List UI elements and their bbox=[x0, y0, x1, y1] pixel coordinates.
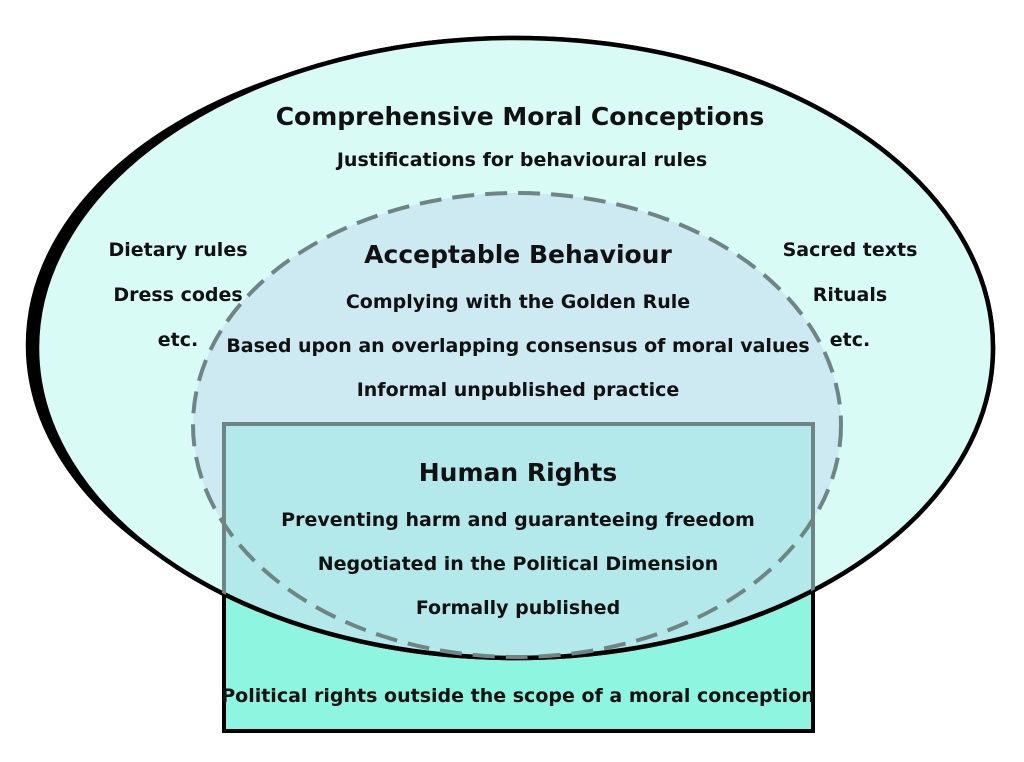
right-item-sacred-texts: Sacred texts bbox=[782, 239, 918, 261]
acceptable-behaviour-dashed-border bbox=[191, 191, 843, 659]
comprehensive-moral-conceptions-subtitle: Justifications for behavioural rules bbox=[336, 149, 708, 171]
acceptable-behaviour-line-golden-rule: Complying with the Golden Rule bbox=[345, 291, 691, 313]
left-item-etc: etc. bbox=[157, 329, 199, 351]
left-item-dietary-rules: Dietary rules bbox=[108, 239, 248, 261]
human-rights-line-negotiated: Negotiated in the Political Dimension bbox=[317, 553, 719, 575]
left-item-dress-codes: Dress codes bbox=[113, 284, 243, 306]
human-rights-line-preventing-harm: Preventing harm and guaranteeing freedom bbox=[281, 509, 755, 531]
acceptable-behaviour-line-consensus: Based upon an overlapping consensus of m… bbox=[226, 335, 810, 357]
acceptable-behaviour-title: Acceptable Behaviour bbox=[364, 240, 672, 269]
human-rights-box-border bbox=[222, 422, 815, 658]
acceptable-behaviour-line-informal: Informal unpublished practice bbox=[356, 379, 680, 401]
political-rights-label: Political rights outside the scope of a … bbox=[221, 685, 815, 707]
human-rights-title: Human Rights bbox=[418, 458, 618, 487]
right-item-rituals: Rituals bbox=[812, 284, 888, 306]
human-rights-line-formally-published: Formally published bbox=[415, 597, 621, 619]
comprehensive-moral-conceptions-title: Comprehensive Moral Conceptions bbox=[275, 102, 765, 131]
right-item-etc: etc. bbox=[829, 329, 871, 351]
